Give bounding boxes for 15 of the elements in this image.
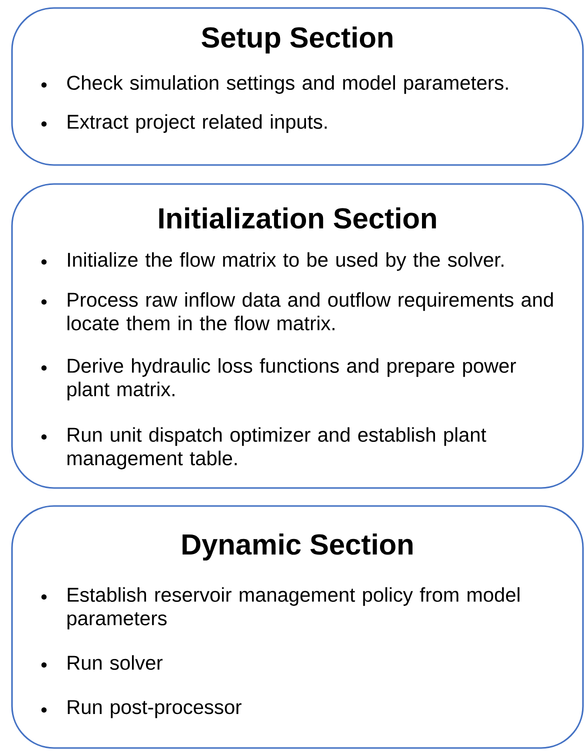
bullet-text: Check simulation settings and model parameters. (67, 75, 508, 94)
section-heading: Setup Section (202, 26, 392, 54)
bullet-text: Initialize the flow matrix to be used by the solver. (68, 252, 504, 271)
section-box (11, 505, 584, 749)
bullet-text: Process raw inflow data and outflow requirements and locate them in the flow matrix. (68, 292, 553, 330)
section-heading: Dynamic Section (182, 533, 412, 560)
section-heading: Initialization Section (159, 207, 436, 229)
section-box (11, 7, 584, 166)
bullet-text: Run unit dispatch optimizer and establish plant management table. (68, 427, 486, 470)
bullet-text: Extract project related inputs. (68, 114, 327, 133)
bullet-text: Derive hydraulic loss functions and prepare power plant matrix. (67, 358, 516, 400)
bullet-text: Run solver (68, 655, 163, 670)
bullet-text: Establish reservoir management policy from model parameters (67, 587, 520, 630)
bullet-text: Run post-processor (68, 700, 242, 718)
section-box (11, 183, 584, 489)
